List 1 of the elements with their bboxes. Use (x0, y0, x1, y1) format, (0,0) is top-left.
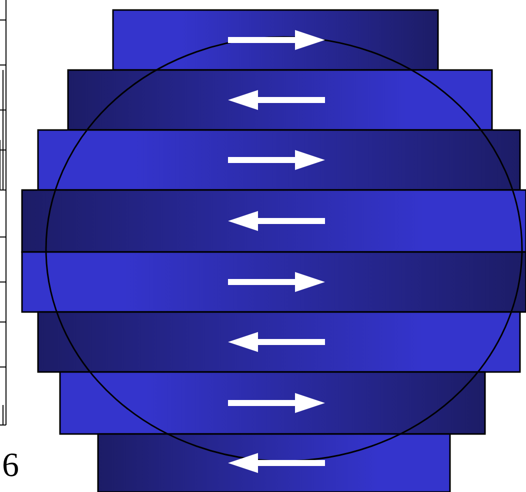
panel-number: 6 (2, 446, 19, 486)
